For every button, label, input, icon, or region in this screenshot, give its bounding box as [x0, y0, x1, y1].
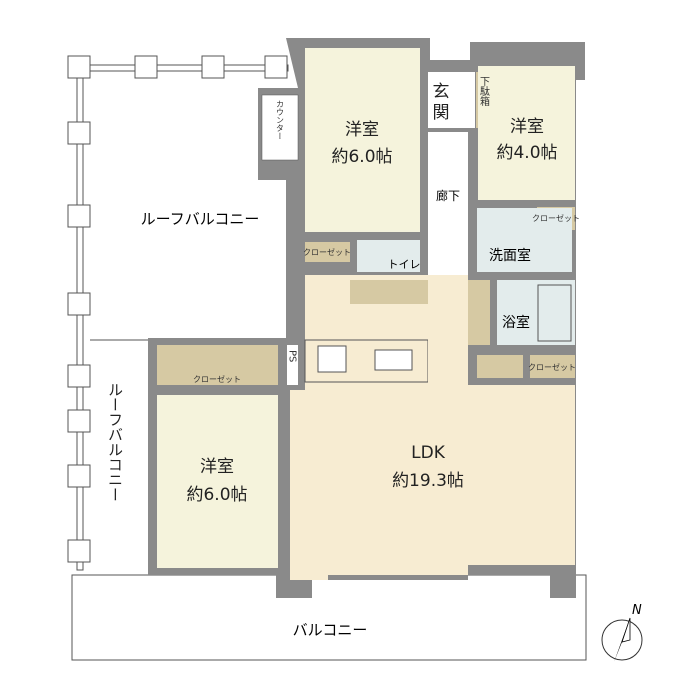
stove — [317, 345, 347, 373]
counter — [261, 94, 299, 161]
closet-w3-label: クローゼット — [193, 374, 241, 384]
bath-label: 浴室 — [502, 314, 530, 331]
room-western-1-name: 洋室 — [345, 120, 379, 140]
entrance-label-1: 玄 — [433, 82, 450, 102]
closets-bath — [468, 280, 490, 345]
room-western-3 — [157, 395, 278, 568]
ps — [287, 345, 298, 385]
washroom — [477, 208, 572, 272]
toilet-label: トイレ — [388, 258, 421, 271]
room-western-1 — [305, 48, 420, 232]
washroom-label: 洗面室 — [489, 247, 531, 264]
roof-balcony-label-left: ルーフバルコニー — [106, 382, 124, 502]
corridor-label: 廊下 — [436, 188, 460, 203]
closet-ldk-1 — [477, 355, 523, 378]
sink — [374, 349, 413, 371]
closet-w1-label: クローゼット — [303, 247, 351, 257]
north-arrow-icon: N — [601, 603, 643, 662]
room-western-2-size: 約4.0帖 — [496, 143, 557, 163]
compass-label: N — [632, 603, 642, 618]
kitchen-cabinet — [350, 280, 428, 304]
closet-w1 — [305, 242, 350, 262]
bathtub — [537, 284, 572, 342]
counter-label: カウンター — [276, 100, 285, 140]
room-western-2 — [478, 66, 575, 200]
entrance-label-2: 関 — [433, 103, 450, 123]
closet-ldk-2 — [530, 355, 575, 378]
closet-ldk-label: クローゼット — [528, 362, 576, 372]
room-western-3-size: 約6.0帖 — [186, 485, 247, 505]
balcony — [71, 574, 587, 661]
entrance — [428, 72, 475, 128]
room-western-3-name: 洋室 — [200, 457, 234, 477]
toilet — [357, 240, 420, 272]
corridor — [428, 132, 468, 275]
roof-balcony-label-top: ルーフバルコニー — [141, 210, 260, 228]
room-ldk — [290, 275, 575, 580]
room-ldk-size: 約19.3帖 — [392, 471, 464, 491]
roof-balcony-railing — [67, 55, 289, 571]
room-ldk-name: LDK — [411, 443, 446, 463]
balcony-label: バルコニー — [293, 621, 368, 639]
room-western-2-name: 洋室 — [510, 117, 544, 137]
ps-label: PS — [287, 350, 298, 362]
shoebox-label: 下駄箱 — [478, 76, 490, 107]
room-western-1-size: 約6.0帖 — [331, 147, 392, 167]
closet-w3 — [157, 345, 278, 385]
closet-w2-label: クローゼット — [532, 213, 580, 223]
